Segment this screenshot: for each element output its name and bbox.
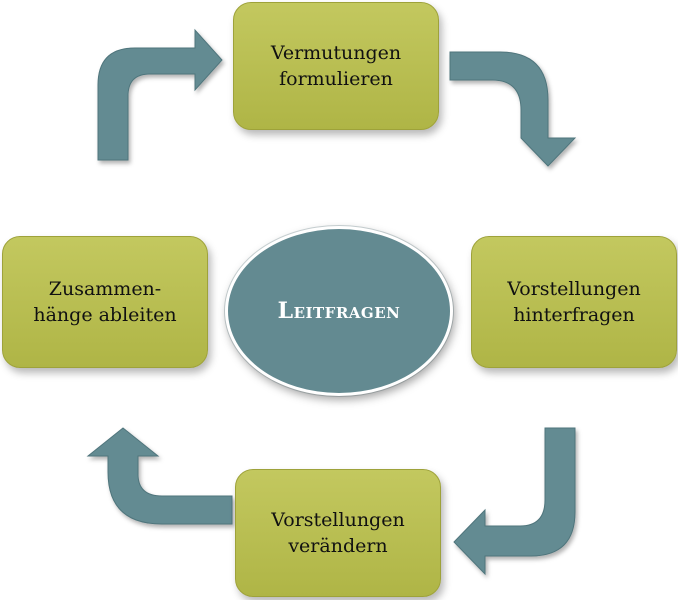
step-label-line2: hänge ableiten [33, 304, 177, 326]
step-box-zusammenhaenge: Zusammen- hänge ableiten [2, 236, 208, 368]
step-label-line1: Vermutungen [270, 42, 402, 64]
step-box-vermutungen: Vermutungen formulieren [233, 2, 439, 130]
arrow-top-to-right [449, 51, 577, 167]
step-label-line1: Vorstellungen [507, 278, 641, 300]
step-label-line1: Vorstellungen [271, 509, 405, 531]
center-label: Leitfragen [277, 298, 401, 324]
arrow-bottom-to-left [86, 427, 233, 525]
step-label-line2: hinterfragen [513, 304, 635, 326]
center-ellipse: Leitfragen [225, 226, 453, 396]
step-box-veraendern: Vorstellungen verändern [235, 469, 441, 597]
arrow-left-to-top [97, 28, 223, 161]
step-label-line2: verändern [288, 535, 388, 557]
step-box-hinterfragen: Vorstellungen hinterfragen [471, 236, 677, 368]
arrow-right-to-bottom [453, 427, 576, 576]
step-label-line1: Zusammen- [48, 278, 162, 300]
step-label-line2: formulieren [279, 68, 393, 90]
